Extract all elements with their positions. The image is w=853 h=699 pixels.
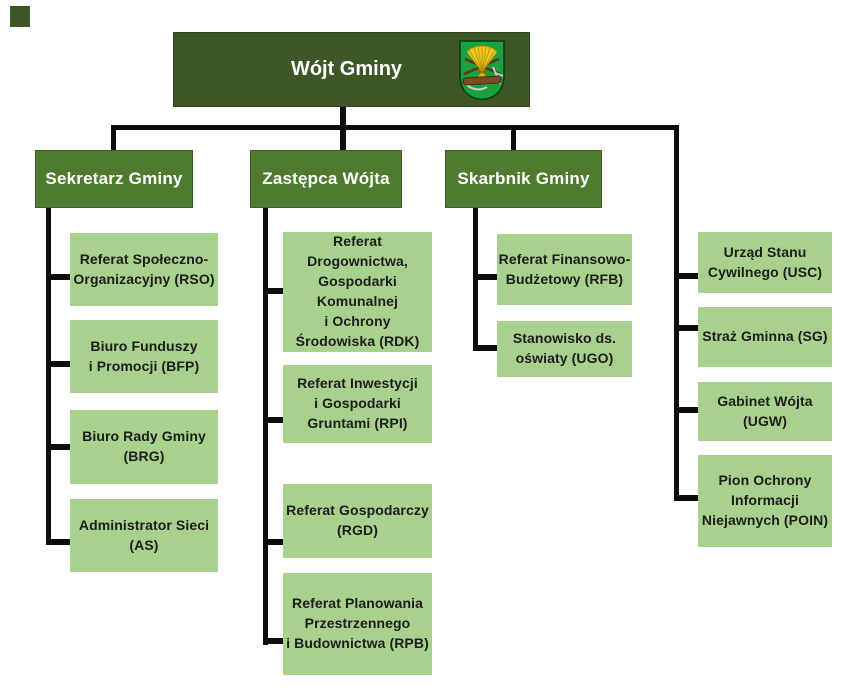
node-rgd-label: Referat Gospodarczy (RGD): [286, 502, 429, 538]
node-ugw: Gabinet Wójta (UGW): [698, 382, 832, 441]
node-rpi: Referat Inwestycji i Gospodarki Gruntami…: [283, 365, 432, 443]
node-usc-label: Urząd Stanu Cywilnego (USC): [707, 243, 823, 280]
node-rso: Referat Społeczno- Organizacyjny (RSO): [70, 233, 218, 306]
connector-stub-ugo: [473, 345, 501, 351]
node-rfb-label: Referat Finansowo- Budżetowy (RFB): [498, 250, 631, 287]
connector-stub-brg: [46, 444, 74, 450]
connector-horizontal-bus: [111, 125, 679, 130]
node-as: Administrator Sieci (AS): [70, 499, 218, 572]
connector-drop-sekretarz: [111, 125, 116, 152]
connector-stub-poin: [674, 495, 702, 501]
connector-stub-sg: [674, 325, 702, 331]
connector-spine-zastepca: [263, 208, 268, 645]
node-sekretarz-gminy: Sekretarz Gminy: [35, 150, 193, 208]
node-bfp: Biuro Funduszy i Promocji (BFP): [70, 320, 218, 393]
connector-drop-skarbnik: [511, 125, 516, 152]
node-rso-label: Referat Społeczno- Organizacyjny (RSO): [73, 250, 215, 287]
connector-stub-rso: [46, 274, 74, 280]
connector-stub-rpb: [263, 638, 287, 644]
node-poin: Pion Ochrony Informacji Niejawnych (POIN…: [698, 455, 832, 547]
node-rpi-label: Referat Inwestycji i Gospodarki Gruntami…: [297, 375, 418, 431]
connector-stub-bfp: [46, 361, 74, 367]
node-wojt-gminy-label: Wójt Gminy: [290, 58, 403, 80]
node-zastepca-wojta: Zastępca Wójta: [250, 150, 402, 208]
connector-spine-direct-units: [674, 125, 679, 501]
node-skarbnik-gminy: Skarbnik Gminy: [445, 150, 602, 208]
node-zastepca-wojta-label: Zastępca Wójta: [262, 169, 390, 188]
connector-spine-sekretarz: [46, 208, 51, 545]
connector-stub-as: [46, 539, 74, 545]
node-rdk: Referat Drogownictwa, Gospodarki Komunal…: [283, 232, 432, 352]
node-rgd: Referat Gospodarczy (RGD): [283, 484, 432, 558]
connector-stub-rfb: [473, 274, 501, 280]
node-sekretarz-gminy-label: Sekretarz Gminy: [45, 169, 183, 188]
connector-stub-rgd: [263, 539, 287, 545]
node-wojt-gminy: Wójt Gminy: [173, 32, 530, 107]
node-as-label: Administrator Sieci (AS): [78, 516, 210, 553]
connector-stub-rdk: [263, 288, 287, 294]
connector-stub-rpi: [263, 417, 287, 423]
node-rfb: Referat Finansowo- Budżetowy (RFB): [497, 234, 632, 305]
node-rdk-label: Referat Drogownictwa, Gospodarki Komunal…: [295, 233, 420, 349]
node-ugo-label: Stanowisko ds. oświaty (UGO): [512, 330, 617, 366]
node-bfp-label: Biuro Funduszy i Promocji (BFP): [88, 337, 200, 374]
connector-stub-ugw: [674, 407, 702, 413]
node-sg-label: Straż Gminna (SG): [702, 328, 828, 345]
node-poin-label: Pion Ochrony Informacji Niejawnych (POIN…: [701, 472, 829, 528]
connector-stub-usc: [674, 273, 702, 279]
node-usc: Urząd Stanu Cywilnego (USC): [698, 232, 832, 293]
node-ugo: Stanowisko ds. oświaty (UGO): [497, 321, 632, 377]
node-skarbnik-gminy-label: Skarbnik Gminy: [457, 169, 590, 188]
node-ugw-label: Gabinet Wójta (UGW): [717, 392, 813, 429]
node-rpb: Referat Planowania Przestrzennego i Budo…: [283, 573, 432, 675]
corner-accent-square: [10, 6, 30, 27]
node-sg: Straż Gminna (SG): [698, 307, 832, 367]
node-brg: Biuro Rady Gminy (BRG): [70, 410, 218, 484]
node-brg-label: Biuro Rady Gminy (BRG): [82, 428, 206, 464]
node-rpb-label: Referat Planowania Przestrzennego i Budo…: [286, 595, 429, 651]
coat-of-arms-icon: [459, 40, 505, 101]
